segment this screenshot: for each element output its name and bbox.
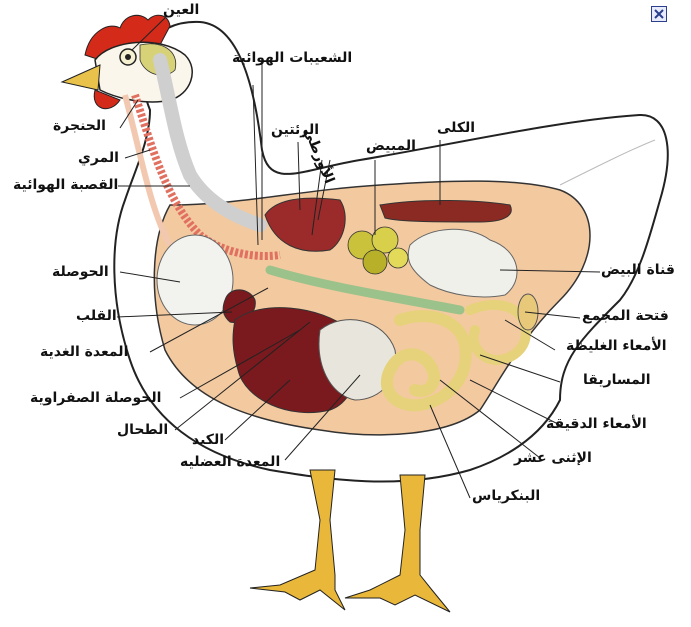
legs (250, 470, 450, 612)
label-small-intestine: الأمعاء الدقيقة (546, 416, 647, 432)
label-large-intestine: الأمعاء الغليظة (566, 338, 667, 354)
label-spleen: الطحال (117, 422, 168, 438)
label-crop: الحوصلة (52, 264, 109, 280)
label-ovary: المبيض (366, 138, 416, 154)
label-esophagus: المري (78, 150, 119, 166)
label-mesentery: المساريقا (583, 372, 651, 388)
close-icon (653, 8, 665, 20)
label-proventriculus: المعدة الغدية (40, 344, 128, 360)
label-larynx: الحنجرة (53, 118, 106, 134)
beak (62, 65, 100, 90)
label-air-capillaries: الشعيبات الهوائية (232, 50, 352, 66)
label-gall-bladder: الحوصلة الصفراوية (30, 390, 161, 406)
label-kidneys: الكلى (437, 120, 475, 136)
label-pancreas: البنكرياس (472, 488, 540, 504)
close-button[interactable] (651, 6, 667, 22)
label-cloaca: فتحة المجمع (582, 308, 669, 324)
label-oviduct: قناة البيض (601, 262, 675, 278)
label-liver: الكبد (192, 432, 224, 448)
label-duodenum: الإثنى عشر (514, 450, 592, 466)
label-eye: العين (163, 2, 199, 18)
label-trachea: القصبة الهوائية (13, 177, 118, 193)
kidneys (380, 200, 511, 222)
label-gizzard: المعدة العضليه (180, 454, 280, 470)
label-heart: القلب (76, 308, 117, 324)
